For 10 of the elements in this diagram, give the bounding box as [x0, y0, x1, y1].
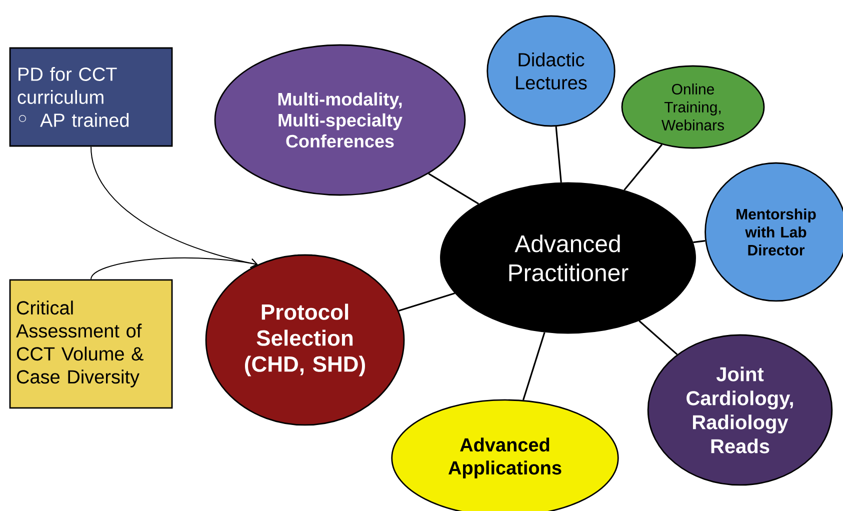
curved-arrow [90, 257, 258, 280]
connector-line [398, 292, 456, 312]
connector-line [428, 172, 479, 205]
connector-line [522, 332, 546, 400]
connector-line [693, 240, 706, 244]
connector-line [638, 320, 678, 356]
connector-line [555, 126, 562, 182]
connector-line [624, 144, 663, 191]
text-box: Critical Assessment of CCT Volume & Case Diversity [9, 279, 173, 409]
text-box: PD for CCT curriculum AP trained [9, 47, 173, 147]
